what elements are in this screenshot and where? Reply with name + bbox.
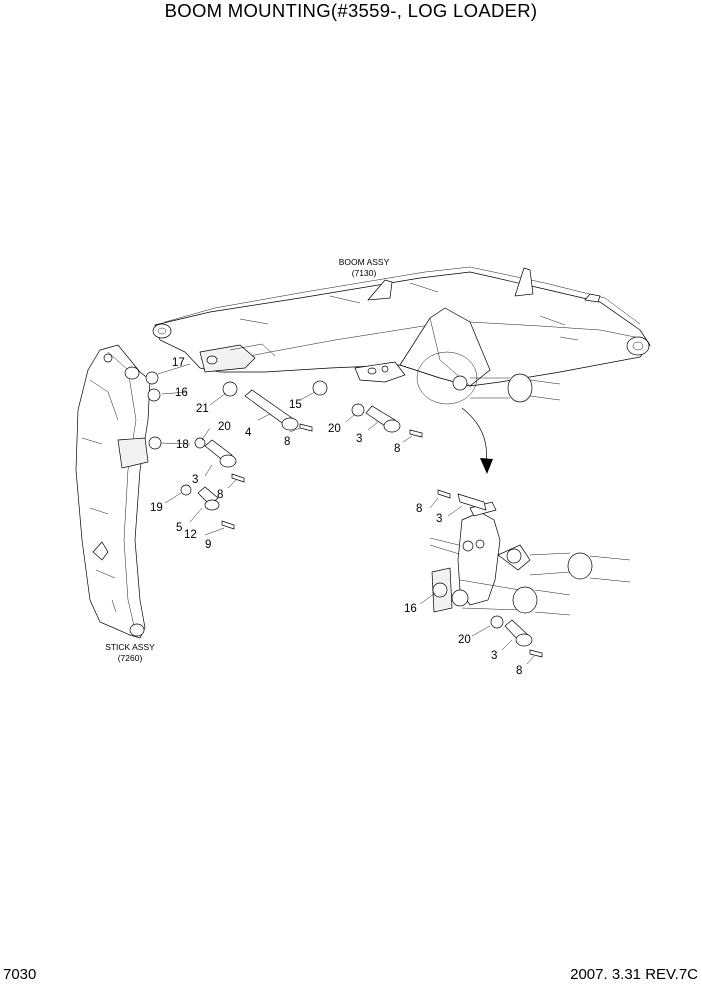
callout-3: 3 bbox=[192, 474, 198, 486]
boom-assy-label: BOOM ASSY bbox=[339, 257, 390, 267]
detail-callout-3: 3 bbox=[436, 513, 442, 525]
revision-date: 2007. 3.31 REV.7C bbox=[570, 966, 698, 983]
boom-assy-ref: (7130) bbox=[352, 268, 377, 278]
detail-arrow bbox=[461, 407, 493, 474]
detail-callout-16: 16 bbox=[404, 603, 417, 615]
callout-8: 8 bbox=[217, 489, 223, 501]
detail-callout-20: 20 bbox=[458, 634, 471, 646]
callout-12: 12 bbox=[184, 529, 197, 541]
callout-17: 17 bbox=[172, 357, 185, 369]
stick-assembly-drawing bbox=[75, 344, 151, 639]
callout-5: 5 bbox=[176, 522, 182, 534]
callout-15: 15 bbox=[289, 399, 302, 411]
callout-4: 4 bbox=[245, 427, 252, 439]
callout-20: 20 bbox=[328, 423, 341, 435]
callout-8: 8 bbox=[284, 436, 290, 448]
detail-view-drawing bbox=[419, 489, 631, 665]
detail-callout-8: 8 bbox=[416, 503, 422, 515]
stick-assy-ref: (7260) bbox=[118, 653, 143, 663]
callout-19: 19 bbox=[150, 502, 163, 514]
detail-callout-3: 3 bbox=[491, 650, 497, 662]
callout-16: 16 bbox=[175, 387, 188, 399]
page-number: 7030 bbox=[3, 966, 37, 983]
callout-8: 8 bbox=[394, 443, 400, 455]
page-title: BOOM MOUNTING(#3559-, LOG LOADER) bbox=[164, 0, 538, 21]
callout-18: 18 bbox=[176, 439, 189, 451]
stick-assy-label: STICK ASSY bbox=[105, 642, 155, 652]
washers-and-pins bbox=[145, 363, 423, 536]
boom-assembly-drawing bbox=[152, 266, 651, 405]
detail-callout-8: 8 bbox=[516, 665, 522, 677]
callout-20: 20 bbox=[218, 421, 231, 433]
callout-9: 9 bbox=[205, 539, 211, 551]
callout-21: 21 bbox=[196, 403, 209, 415]
callout-3: 3 bbox=[356, 433, 362, 445]
